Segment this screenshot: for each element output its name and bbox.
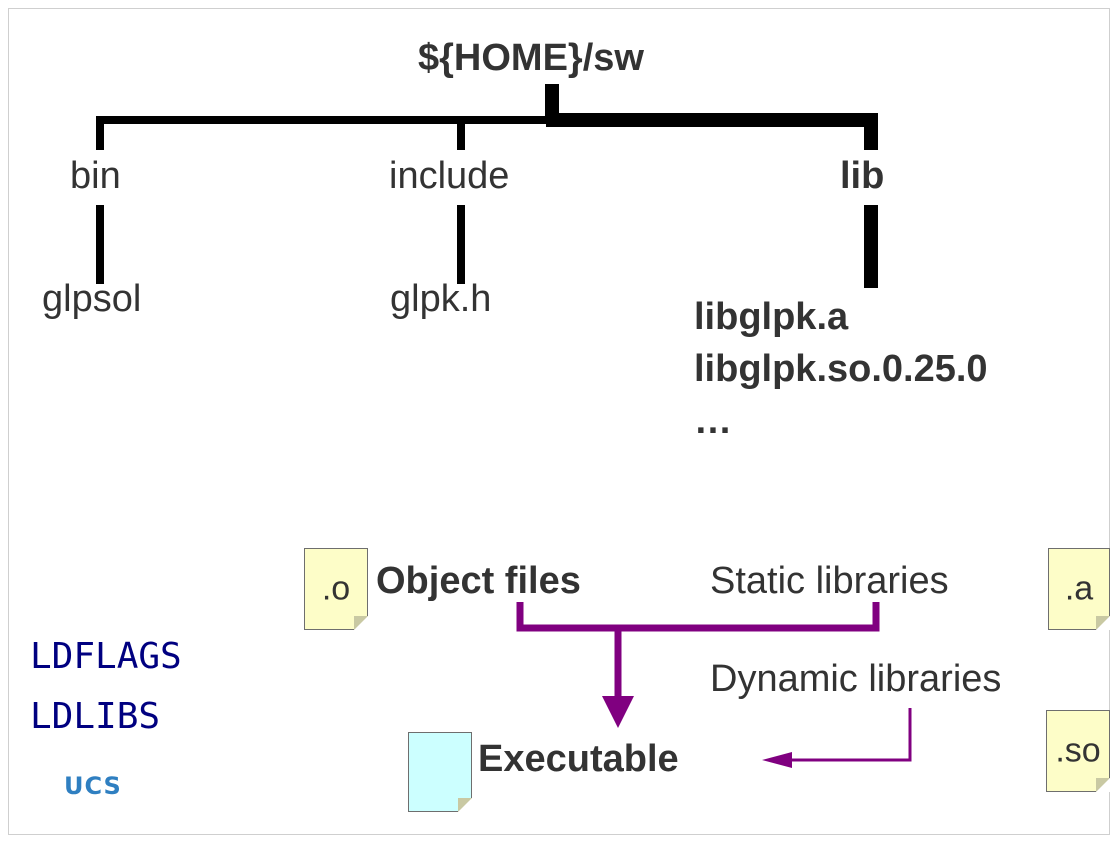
page-fold-icon (354, 616, 368, 630)
ucs-logo: UCS (64, 772, 122, 800)
dir-bin-label: bin (70, 155, 121, 197)
object-file-icon: .o (304, 548, 368, 630)
ldlibs-variable: LDLIBS (30, 696, 161, 737)
directory-tree-lines (96, 84, 878, 288)
file-libglpk-so-label: libglpk.so.0.25.0 (694, 348, 988, 390)
executable-file-icon (408, 732, 472, 812)
file-glpsol-label: glpsol (42, 278, 142, 320)
dir-include-label: include (389, 155, 510, 197)
root-directory-label: ${HOME}/sw (418, 37, 644, 79)
shared-library-ext: .so (1055, 731, 1101, 770)
ldflags-variable: LDFLAGS (30, 636, 182, 677)
static-library-file-icon: .a (1048, 548, 1110, 630)
dir-lib-label: lib (840, 155, 885, 197)
shared-library-file-icon: .so (1046, 710, 1110, 792)
file-glpk-h-label: glpk.h (390, 278, 492, 320)
dynamic-arrow-path (790, 708, 912, 762)
page-fold-icon (458, 798, 472, 812)
static-library-ext: .a (1064, 569, 1094, 608)
file-libglpk-a-label: libglpk.a (694, 296, 849, 338)
merge-bracket (516, 602, 880, 632)
object-files-label: Object files (376, 560, 581, 602)
object-file-ext: .o (321, 569, 351, 608)
down-arrow-head (602, 696, 634, 728)
dynamic-libraries-label: Dynamic libraries (710, 658, 1002, 700)
page-fold-icon (1096, 778, 1110, 792)
link-flow-lines (516, 602, 912, 762)
executable-label: Executable (478, 738, 679, 780)
dynamic-arrow-head (762, 752, 792, 768)
page-fold-icon (1096, 616, 1110, 630)
slide-border (8, 8, 1110, 835)
static-libraries-label: Static libraries (710, 560, 949, 602)
file-ellipsis-label: … (694, 400, 732, 442)
